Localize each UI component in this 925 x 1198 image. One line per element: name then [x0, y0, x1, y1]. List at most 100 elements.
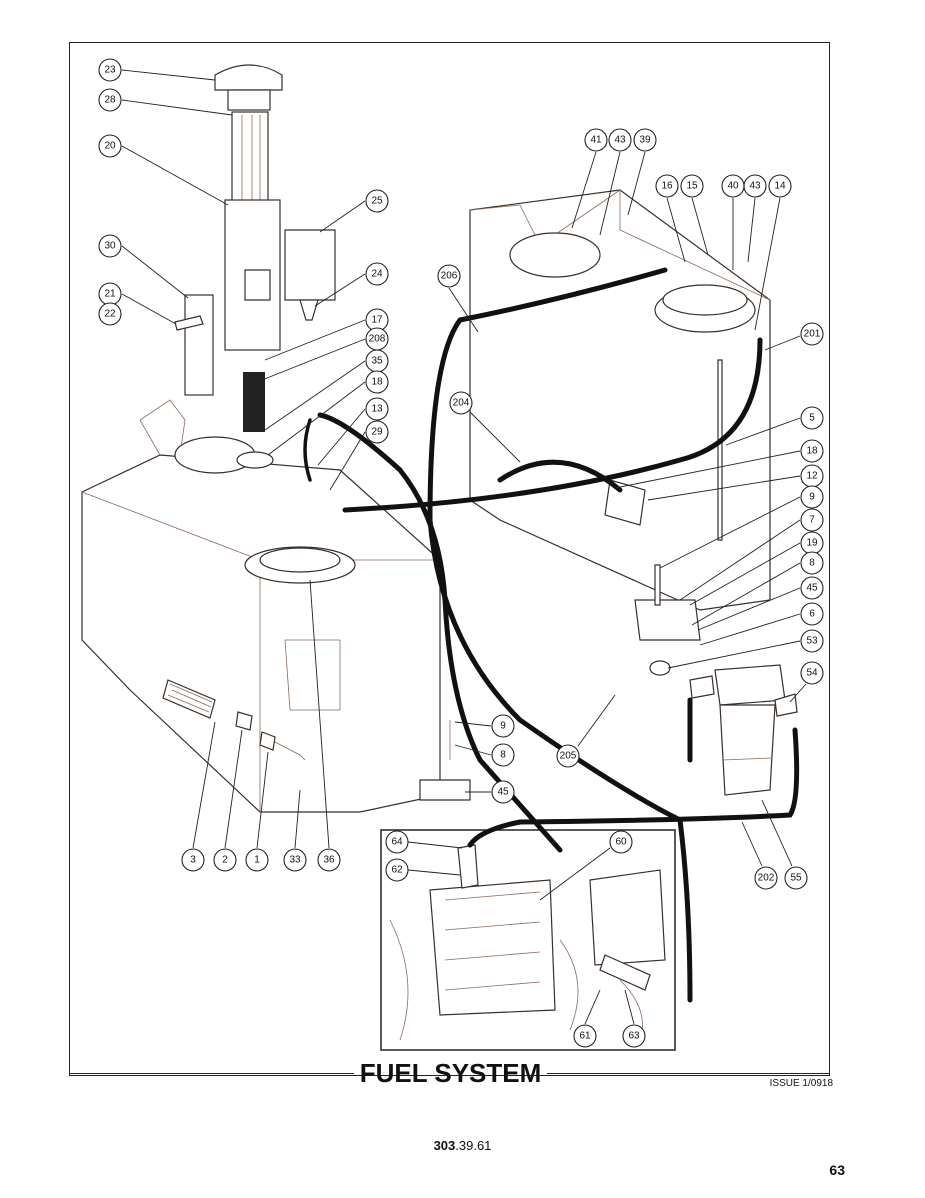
callout-18 — [365, 370, 389, 394]
callout-54 — [800, 661, 824, 685]
callout-24-label: 24 — [371, 269, 383, 280]
callout-20 — [98, 134, 122, 158]
right-hydraulic-tank — [469, 189, 771, 676]
callout-23 — [98, 58, 122, 82]
callout-5-label: 5 — [809, 413, 815, 424]
callout-201 — [800, 322, 824, 346]
callout-8-right-label: 8 — [809, 558, 815, 569]
callout-24 — [365, 262, 389, 286]
callout-205-label: 205 — [560, 751, 577, 762]
callout-20-label: 20 — [104, 141, 116, 152]
callout-12-label: 12 — [806, 471, 818, 482]
callout-13-label: 13 — [371, 404, 383, 415]
fuel-filter-assembly — [689, 664, 798, 796]
engine-inset — [380, 829, 676, 1051]
callout-205 — [556, 744, 580, 768]
callout-23-label: 23 — [104, 65, 116, 76]
callout-29-label: 29 — [371, 427, 383, 438]
callout-5 — [800, 406, 824, 430]
document-number-bold: 303 — [433, 1138, 456, 1153]
issue-label: ISSUE 1/0918 — [769, 1078, 833, 1089]
callout-62 — [385, 858, 409, 882]
title-bar: FUEL SYSTEM — [69, 1058, 830, 1088]
callout-208-label: 208 — [369, 334, 386, 345]
callout-28-label: 28 — [104, 95, 116, 106]
document-number-rest: .39.61 — [455, 1138, 492, 1153]
callout-33 — [283, 848, 307, 872]
callout-8-left — [491, 743, 515, 767]
title-rule-right — [547, 1073, 830, 1074]
callout-21-label: 21 — [104, 289, 116, 300]
callout-3-label: 3 — [190, 855, 196, 866]
callout-43-right-label: 43 — [749, 181, 761, 192]
callout-9-left-label: 9 — [500, 721, 506, 732]
callout-63-label: 63 — [628, 1031, 640, 1042]
callout-39 — [633, 128, 657, 152]
callout-17-label: 17 — [371, 315, 383, 326]
callout-16 — [655, 174, 679, 198]
callout-64-label: 64 — [391, 837, 403, 848]
callout-8-right — [800, 551, 824, 575]
callout-9-right — [800, 485, 824, 509]
callout-15-label: 15 — [686, 181, 698, 192]
callout-18-right — [800, 439, 824, 463]
callout-43-label: 43 — [614, 135, 626, 146]
callout-6-label: 6 — [809, 609, 815, 620]
callout-28 — [98, 88, 122, 112]
callout-18-label: 18 — [371, 377, 383, 388]
page-title: FUEL SYSTEM — [359, 1058, 542, 1088]
callout-36 — [317, 848, 341, 872]
callout-55-label: 55 — [790, 873, 802, 884]
callout-6 — [800, 602, 824, 626]
callout-13 — [365, 397, 389, 421]
callout-204 — [449, 391, 473, 415]
callout-45-right — [800, 576, 824, 600]
callout-labels: 23 28 20 25 30 24 21 22 17 208 35 18 13 … — [98, 58, 824, 1048]
callout-14-label: 14 — [774, 181, 786, 192]
callout-63 — [622, 1024, 646, 1048]
callout-60-label: 60 — [615, 837, 627, 848]
callout-45-left-label: 45 — [497, 787, 509, 798]
callout-25 — [365, 189, 389, 213]
callout-19-label: 19 — [806, 538, 818, 549]
document-number: 303.39.61 — [0, 1138, 925, 1153]
callout-55 — [784, 866, 808, 890]
callout-40-label: 40 — [727, 181, 739, 192]
callout-16-label: 16 — [661, 181, 673, 192]
title-rule-left — [69, 1073, 354, 1074]
callout-39-label: 39 — [639, 135, 651, 146]
callout-30 — [98, 234, 122, 258]
callout-201-label: 201 — [804, 329, 821, 340]
callout-202 — [754, 866, 778, 890]
callout-3 — [181, 848, 205, 872]
callout-14 — [768, 174, 792, 198]
callout-8-left-label: 8 — [500, 750, 506, 761]
callout-60 — [609, 830, 633, 854]
callout-45-left — [491, 780, 515, 804]
callout-7 — [800, 508, 824, 532]
callout-53 — [800, 629, 824, 653]
callout-1-label: 1 — [254, 855, 260, 866]
callout-1 — [245, 848, 269, 872]
callout-35-label: 35 — [371, 356, 383, 367]
callout-202-label: 202 — [758, 873, 775, 884]
fuel-hoses — [303, 267, 800, 1003]
diagram-frame — [69, 42, 830, 1076]
callout-9-right-label: 9 — [809, 492, 815, 503]
callout-61-label: 61 — [579, 1031, 591, 1042]
callout-62-label: 62 — [391, 865, 403, 876]
callout-36-label: 36 — [323, 855, 335, 866]
callout-30-label: 30 — [104, 241, 116, 252]
callout-206 — [437, 264, 461, 288]
callout-18-right-label: 18 — [806, 446, 818, 457]
callout-41 — [584, 128, 608, 152]
callout-7-label: 7 — [809, 515, 815, 526]
filler-neck-assembly — [174, 64, 336, 469]
callout-22 — [98, 302, 122, 326]
callout-64 — [385, 830, 409, 854]
callout-43-right — [743, 174, 767, 198]
callout-2-label: 2 — [222, 855, 228, 866]
callout-29 — [365, 420, 389, 444]
callout-61 — [573, 1024, 597, 1048]
